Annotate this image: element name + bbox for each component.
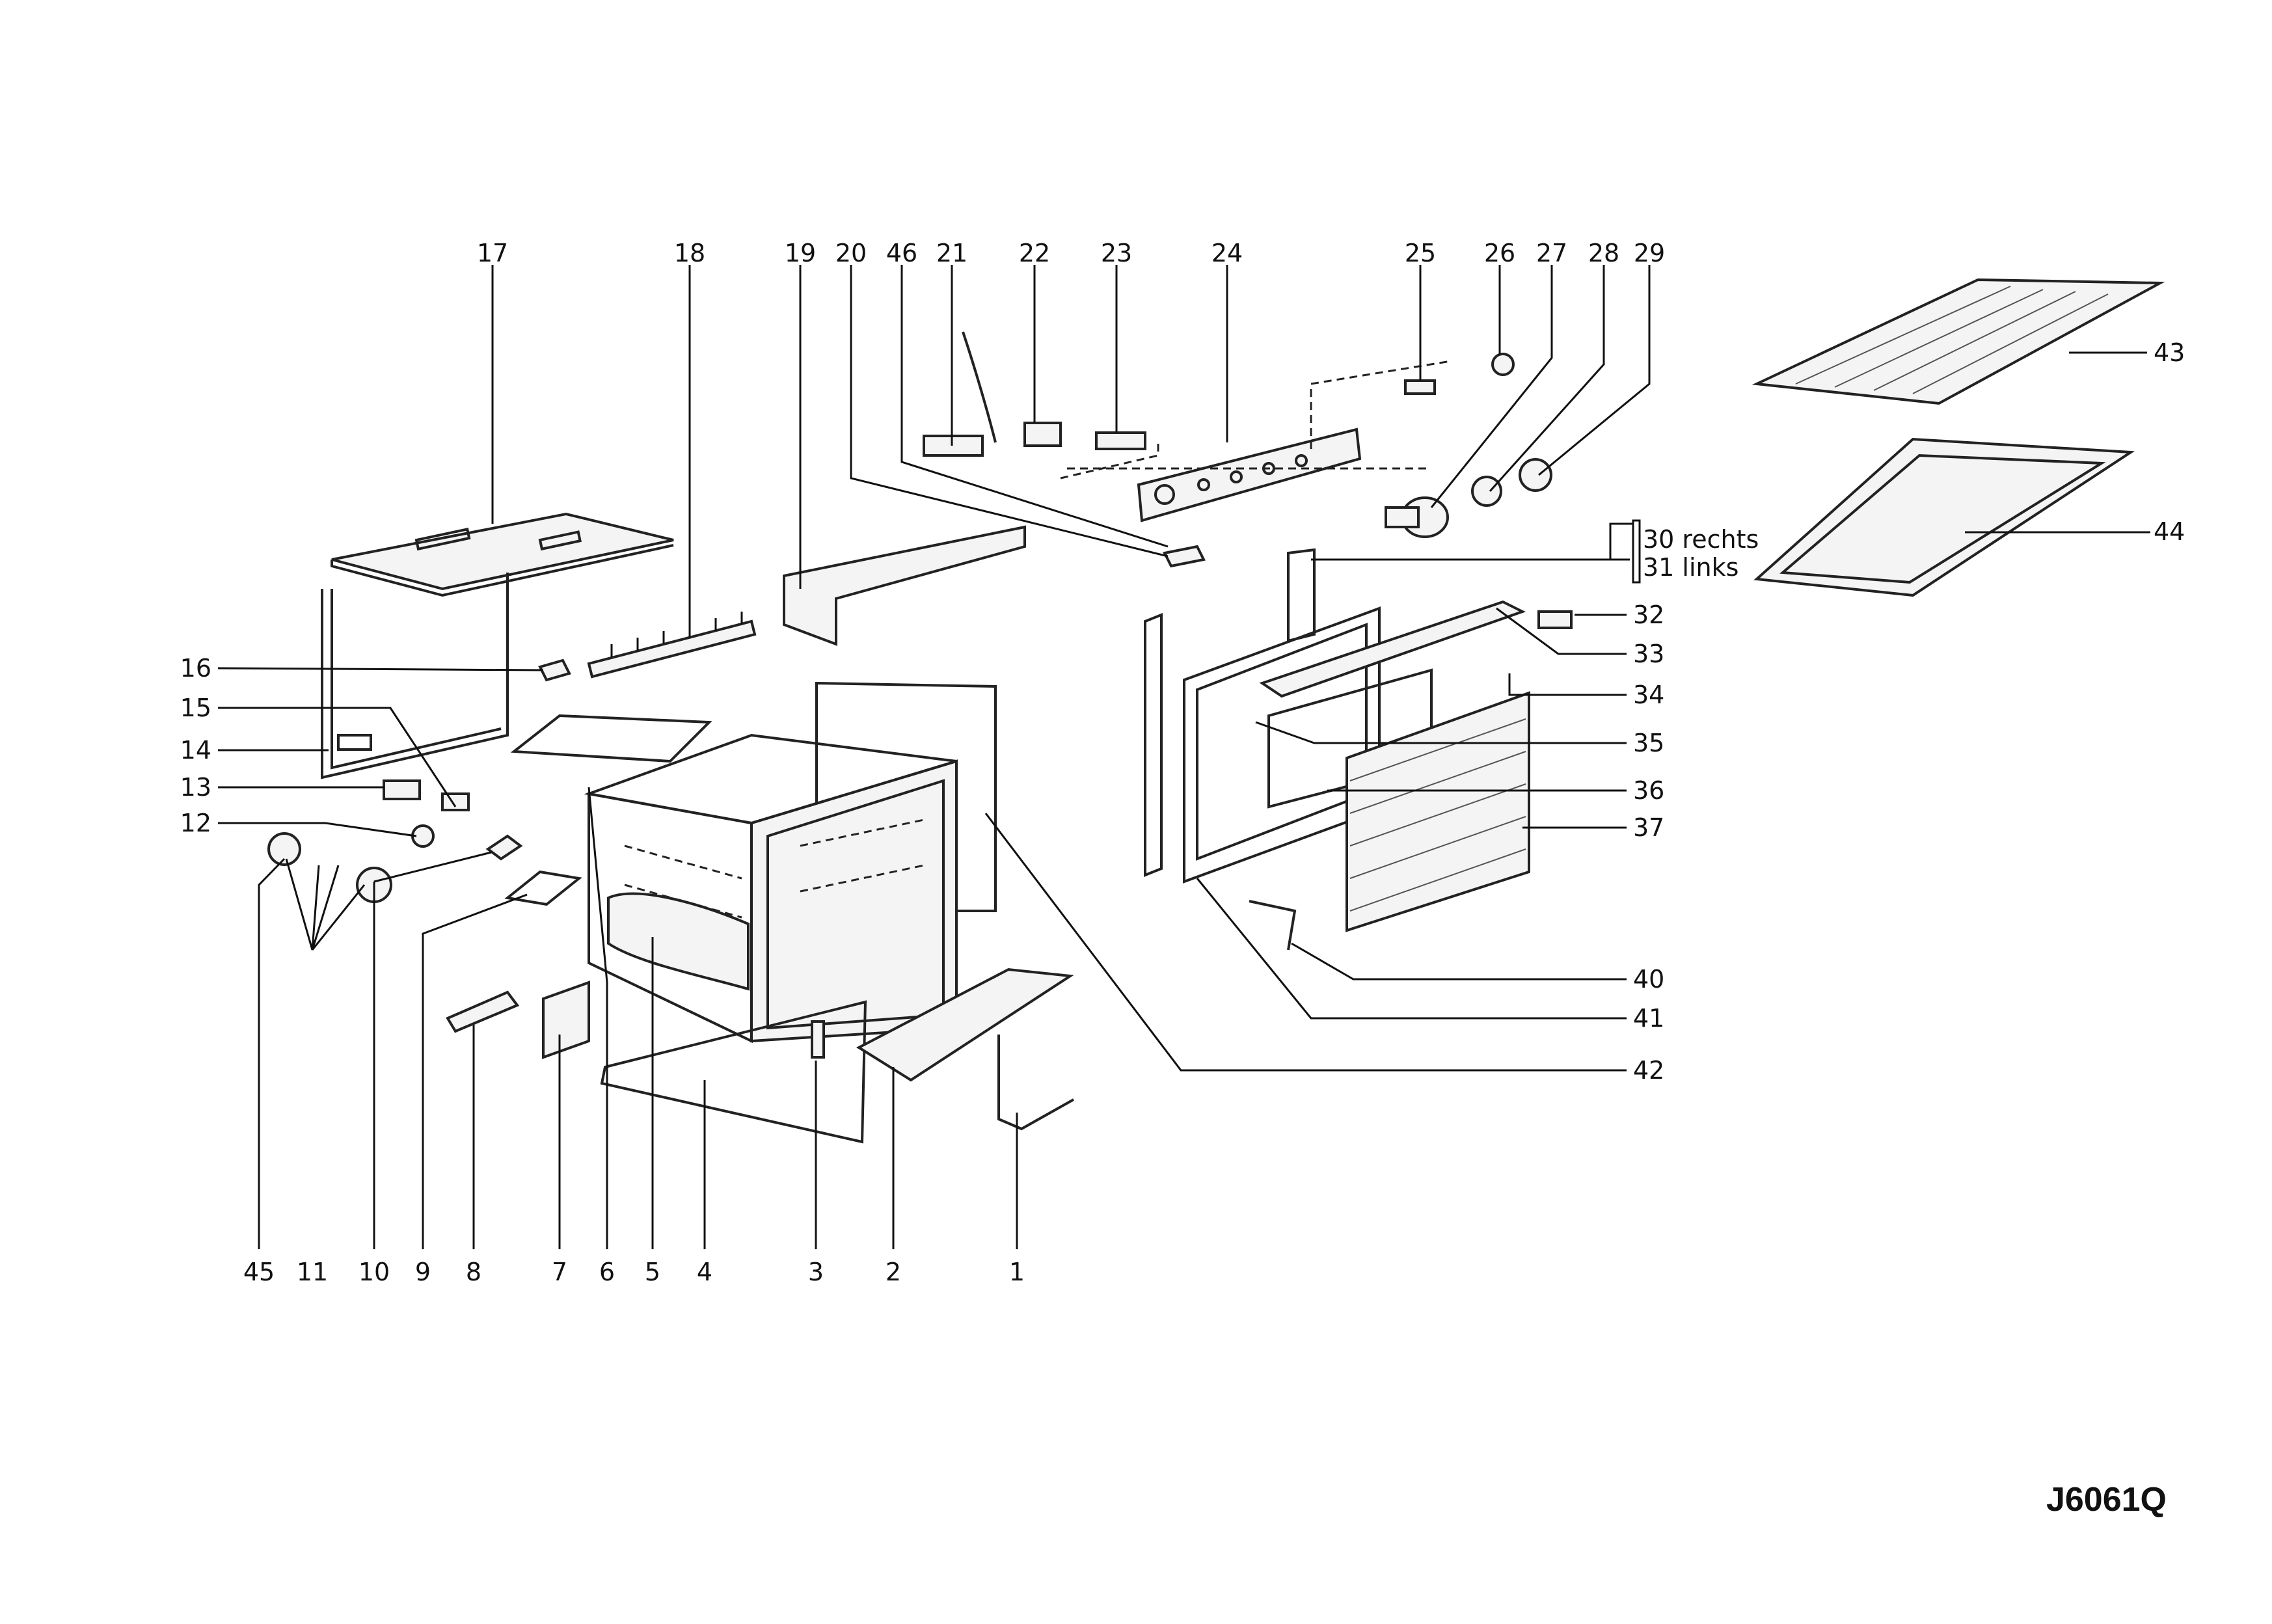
part-control-panel — [1060, 427, 1431, 522]
label-16: 16 — [180, 654, 211, 683]
label-12: 12 — [180, 809, 211, 837]
part-insulation — [607, 892, 750, 991]
part-switch — [1023, 422, 1062, 447]
part-13 — [383, 779, 421, 800]
label-3: 3 — [808, 1258, 824, 1286]
label-30: 30 rechts — [1643, 525, 1759, 554]
label-32: 32 — [1633, 601, 1664, 629]
part-knob-ring — [1471, 476, 1502, 507]
part-spring — [811, 1020, 825, 1059]
label-26: 26 — [1484, 239, 1515, 267]
part-hinge — [997, 1035, 1074, 1131]
part-side-panel — [321, 573, 509, 779]
labels-top: 17 18 19 20 46 21 22 23 24 25 26 27 28 2… — [477, 239, 1665, 267]
label-9: 9 — [415, 1258, 431, 1286]
label-37: 37 — [1633, 813, 1664, 842]
part-baking-tray — [1753, 437, 2135, 597]
label-11: 11 — [297, 1258, 328, 1286]
part-relay — [1095, 431, 1146, 450]
labels-left: 16 15 14 13 12 — [180, 654, 211, 837]
part-cover-plate — [542, 981, 590, 1059]
part-16 — [538, 658, 571, 682]
diagram-code: J6061Q — [2046, 1481, 2167, 1519]
label-43: 43 — [2154, 338, 2185, 367]
label-44: 44 — [2154, 517, 2185, 546]
part-cable-sensor — [923, 331, 997, 457]
part-shelf-rack — [504, 714, 712, 906]
label-5: 5 — [645, 1258, 660, 1286]
label-10: 10 — [358, 1258, 390, 1286]
label-15: 15 — [180, 694, 211, 722]
label-18: 18 — [674, 239, 705, 267]
part-oven-cavity — [584, 681, 997, 1044]
label-31: 31 links — [1643, 553, 1738, 582]
label-42: 42 — [1633, 1056, 1664, 1085]
label-14: 14 — [180, 736, 211, 765]
label-28: 28 — [1588, 239, 1619, 267]
label-45: 45 — [243, 1258, 275, 1286]
label-29: 29 — [1634, 239, 1665, 267]
label-19: 19 — [785, 239, 816, 267]
part-10 — [485, 834, 523, 861]
part-connector — [446, 990, 520, 1033]
label-41: 41 — [1633, 1004, 1664, 1033]
label-46: 46 — [886, 239, 917, 267]
label-27: 27 — [1536, 239, 1567, 267]
label-35: 35 — [1633, 729, 1664, 757]
label-8: 8 — [466, 1258, 481, 1286]
part-clip — [1163, 545, 1206, 568]
label-4: 4 — [697, 1258, 712, 1286]
label-20: 20 — [835, 239, 867, 267]
label-7: 7 — [552, 1258, 567, 1286]
label-25: 25 — [1405, 239, 1436, 267]
label-36: 36 — [1633, 776, 1664, 805]
label-13: 13 — [180, 773, 211, 802]
label-34: 34 — [1633, 681, 1664, 709]
part-door-assembly — [1144, 548, 1573, 951]
part-bottom-plate — [600, 1000, 867, 1144]
label-33: 33 — [1633, 640, 1664, 668]
part-grill-rack — [1751, 278, 2165, 405]
leader-lines — [217, 265, 2150, 1249]
label-21: 21 — [936, 239, 967, 267]
label-2: 2 — [886, 1258, 901, 1286]
label-23: 23 — [1101, 239, 1132, 267]
label-1: 1 — [1009, 1258, 1025, 1286]
label-17: 17 — [477, 239, 508, 267]
label-bracket — [1632, 519, 1641, 584]
label-24: 24 — [1211, 239, 1243, 267]
part-rear-bracket — [783, 525, 1026, 646]
part-knob — [1385, 496, 1449, 538]
labels-right: 43 44 30 rechts 31 links 32 33 34 35 36 … — [1633, 338, 2185, 1085]
part-terminal-strip — [587, 612, 757, 679]
part-top-plate — [331, 512, 674, 597]
part-15 — [441, 792, 470, 811]
part-lamp-socket — [267, 832, 301, 866]
label-40: 40 — [1633, 965, 1664, 994]
labels-bottom: 45 11 10 9 8 7 6 5 4 3 2 1 — [243, 1258, 1025, 1286]
label-22: 22 — [1019, 239, 1050, 267]
label-6: 6 — [599, 1258, 615, 1286]
part-knob-cap — [1519, 458, 1552, 492]
